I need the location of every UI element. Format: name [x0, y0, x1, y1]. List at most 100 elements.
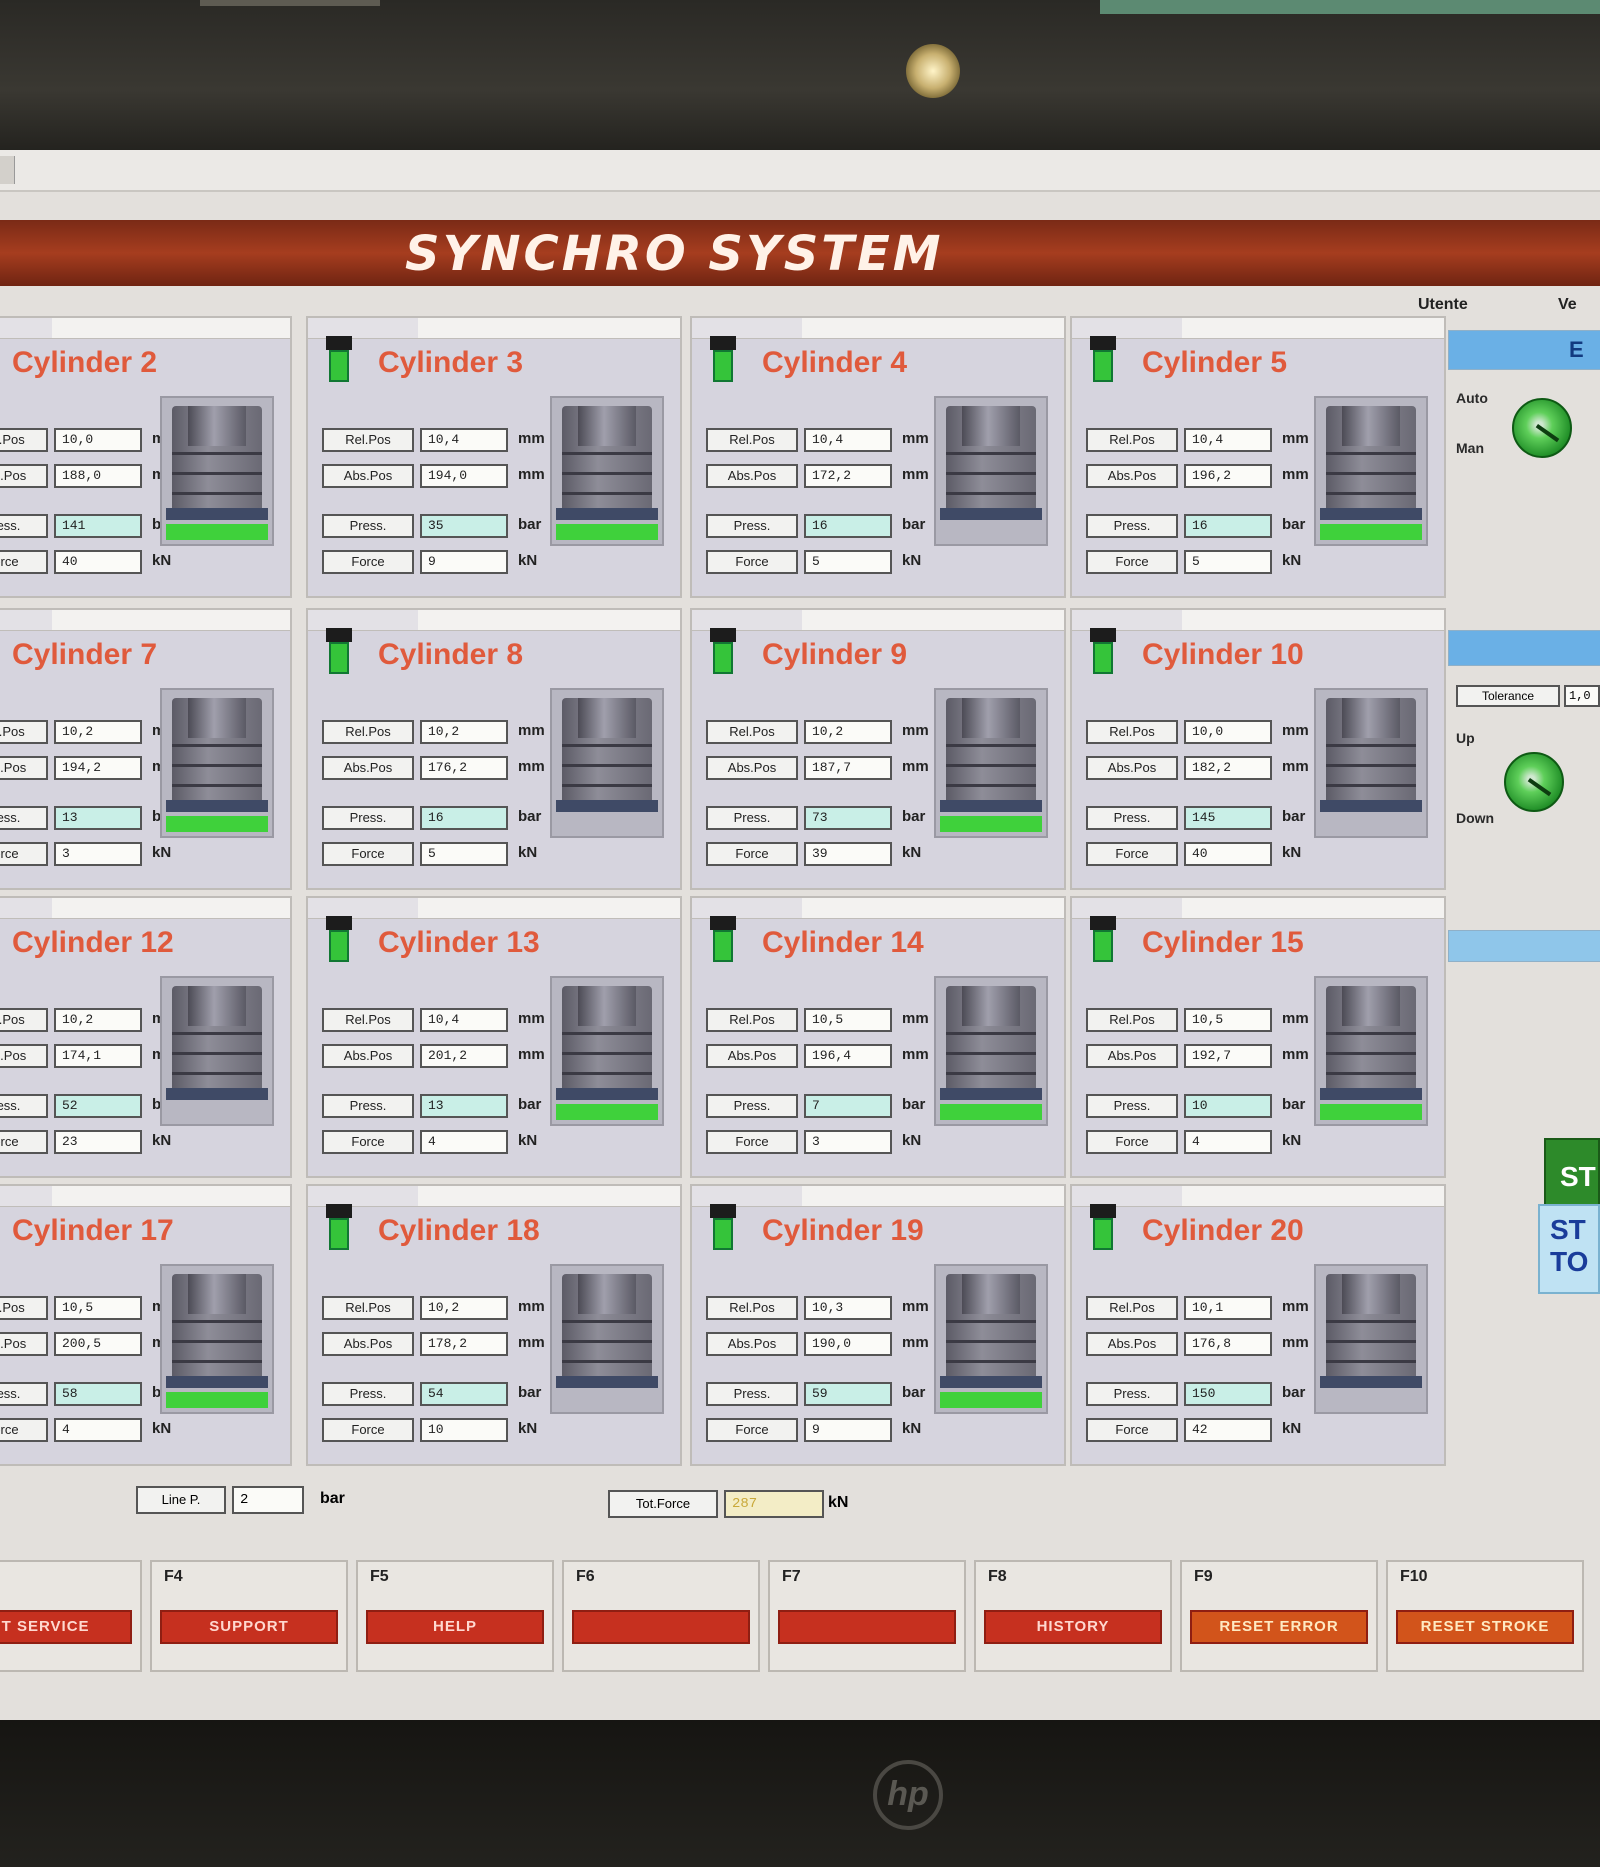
force-value[interactable]: 9 [804, 1418, 892, 1442]
pressure-value[interactable]: 59 [804, 1382, 892, 1406]
force-value[interactable]: 5 [804, 550, 892, 574]
rel-pos-value[interactable]: 10,4 [420, 428, 508, 452]
function-key-button[interactable]: RESET ERROR [1190, 1610, 1368, 1644]
rel-pos-value[interactable]: 10,4 [1184, 428, 1272, 452]
force-value[interactable]: 9 [420, 550, 508, 574]
valve-status-icon[interactable] [710, 628, 736, 676]
abs-pos-value[interactable]: 194,2 [54, 756, 142, 780]
rel-pos-value[interactable]: 10,2 [54, 720, 142, 744]
force-value[interactable]: 4 [420, 1130, 508, 1154]
pressure-value[interactable]: 10 [1184, 1094, 1272, 1118]
abs-pos-value[interactable]: 194,0 [420, 464, 508, 488]
rel-pos-value[interactable]: 10,2 [54, 1008, 142, 1032]
up-down-selector-knob[interactable] [1504, 752, 1564, 812]
force-value[interactable]: 3 [54, 842, 142, 866]
abs-pos-value[interactable]: 187,7 [804, 756, 892, 780]
start-button[interactable]: ST [1544, 1138, 1600, 1216]
abs-pos-value[interactable]: 200,5 [54, 1332, 142, 1356]
pressure-value[interactable]: 52 [54, 1094, 142, 1118]
valve-status-icon[interactable] [326, 1204, 352, 1252]
function-key-button[interactable]: RESET STROKE [1396, 1610, 1574, 1644]
pressure-value[interactable]: 141 [54, 514, 142, 538]
tolerance-field[interactable]: 1,0 [1564, 685, 1600, 707]
abs-pos-value[interactable]: 192,7 [1184, 1044, 1272, 1068]
function-key-button[interactable]: SUPPORT [160, 1610, 338, 1644]
force-value[interactable]: 39 [804, 842, 892, 866]
valve-status-icon[interactable] [710, 916, 736, 964]
force-value[interactable]: 40 [54, 550, 142, 574]
abs-pos-value[interactable]: 178,2 [420, 1332, 508, 1356]
pressure-value[interactable]: 145 [1184, 806, 1272, 830]
rel-pos-value[interactable]: 10,2 [420, 1296, 508, 1320]
function-key-button[interactable]: HISTORY [984, 1610, 1162, 1644]
valve-status-icon[interactable] [326, 628, 352, 676]
function-key-button[interactable] [572, 1610, 750, 1644]
abs-pos-value[interactable]: 182,2 [1184, 756, 1272, 780]
force-value[interactable]: 3 [804, 1130, 892, 1154]
auto-man-selector-knob[interactable] [1512, 398, 1572, 458]
rel-pos-value[interactable]: 10,2 [804, 720, 892, 744]
rel-pos-unit: mm [518, 1010, 545, 1027]
valve-status-icon[interactable] [326, 336, 352, 384]
abs-pos-value[interactable]: 196,2 [1184, 464, 1272, 488]
rel-pos-value[interactable]: 10,5 [1184, 1008, 1272, 1032]
function-key[interactable]: F7 [768, 1560, 966, 1672]
valve-status-icon[interactable] [1090, 916, 1116, 964]
abs-pos-value[interactable]: 188,0 [54, 464, 142, 488]
pressure-value[interactable]: 35 [420, 514, 508, 538]
rel-pos-value[interactable]: 10,4 [420, 1008, 508, 1032]
rel-pos-value[interactable]: 10,1 [1184, 1296, 1272, 1320]
pressure-value[interactable]: 7 [804, 1094, 892, 1118]
abs-pos-value[interactable]: 190,0 [804, 1332, 892, 1356]
abs-pos-value[interactable]: 201,2 [420, 1044, 508, 1068]
valve-status-icon[interactable] [710, 1204, 736, 1252]
valve-status-icon[interactable] [1090, 628, 1116, 676]
force-value[interactable]: 42 [1184, 1418, 1272, 1442]
rel-pos-value[interactable]: 10,4 [804, 428, 892, 452]
rel-pos-value[interactable]: 10,0 [54, 428, 142, 452]
force-value[interactable]: 5 [420, 842, 508, 866]
toolbar-tab[interactable] [0, 156, 15, 184]
force-value[interactable]: 4 [54, 1418, 142, 1442]
force-value[interactable]: 40 [1184, 842, 1272, 866]
pressure-value[interactable]: 58 [54, 1382, 142, 1406]
rel-pos-value[interactable]: 10,3 [804, 1296, 892, 1320]
valve-status-icon[interactable] [1090, 1204, 1116, 1252]
force-value[interactable]: 23 [54, 1130, 142, 1154]
function-key[interactable]: IT SERVICE [0, 1560, 142, 1672]
force-value[interactable]: 10 [420, 1418, 508, 1442]
pressure-value[interactable]: 16 [1184, 514, 1272, 538]
line-pressure-label: Line P. [136, 1486, 226, 1514]
function-key[interactable]: F6 [562, 1560, 760, 1672]
pressure-value[interactable]: 13 [420, 1094, 508, 1118]
pressure-value[interactable]: 16 [804, 514, 892, 538]
pressure-value[interactable]: 54 [420, 1382, 508, 1406]
force-value[interactable]: 4 [1184, 1130, 1272, 1154]
pressure-value[interactable]: 73 [804, 806, 892, 830]
abs-pos-value[interactable]: 196,4 [804, 1044, 892, 1068]
force-value[interactable]: 5 [1184, 550, 1272, 574]
pressure-value[interactable]: 13 [54, 806, 142, 830]
pressure-value[interactable]: 16 [420, 806, 508, 830]
abs-pos-value[interactable]: 172,2 [804, 464, 892, 488]
function-key-button[interactable]: IT SERVICE [0, 1610, 132, 1644]
function-key-button[interactable]: HELP [366, 1610, 544, 1644]
pressure-value[interactable]: 150 [1184, 1382, 1272, 1406]
valve-status-icon[interactable] [1090, 336, 1116, 384]
abs-pos-value[interactable]: 176,2 [420, 756, 508, 780]
abs-pos-value[interactable]: 174,1 [54, 1044, 142, 1068]
rel-pos-value[interactable]: 10,0 [1184, 720, 1272, 744]
function-key-button[interactable] [778, 1610, 956, 1644]
rel-pos-value[interactable]: 10,5 [804, 1008, 892, 1032]
rel-pos-value[interactable]: 10,5 [54, 1296, 142, 1320]
rel-pos-value[interactable]: 10,2 [420, 720, 508, 744]
stop-button[interactable]: ST TO [1538, 1204, 1600, 1294]
valve-status-icon[interactable] [710, 336, 736, 384]
valve-status-icon[interactable] [326, 916, 352, 964]
abs-pos-value[interactable]: 176,8 [1184, 1332, 1272, 1356]
